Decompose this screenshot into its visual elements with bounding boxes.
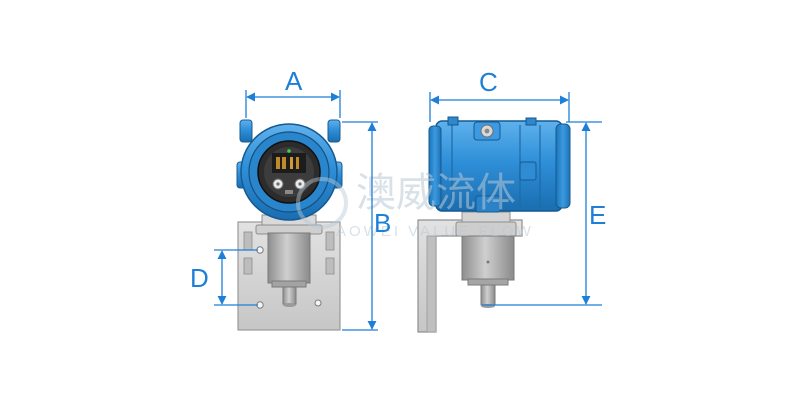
brand-watermark: 澳威流体 AOWEI VALUE FLOW [296, 170, 534, 240]
side-view [417, 116, 571, 333]
front-process-connection [282, 286, 297, 305]
side-sensor-body [461, 235, 515, 281]
front-sensor-body [267, 232, 311, 284]
watermark-chinese: 澳威流体 [356, 170, 516, 216]
dimension-lines [214, 90, 602, 331]
dimension-e-label: E [589, 200, 606, 230]
front-view [236, 119, 343, 331]
dimension-c-label: C [479, 67, 498, 97]
side-process-connection [480, 284, 496, 306]
watermark-english: AOWEI VALUE FLOW [336, 223, 534, 240]
dimension-a-label: A [285, 66, 303, 96]
dimension-b-label: B [374, 208, 391, 238]
watermark-logo [296, 177, 348, 229]
dimension-d-label: D [190, 263, 209, 293]
